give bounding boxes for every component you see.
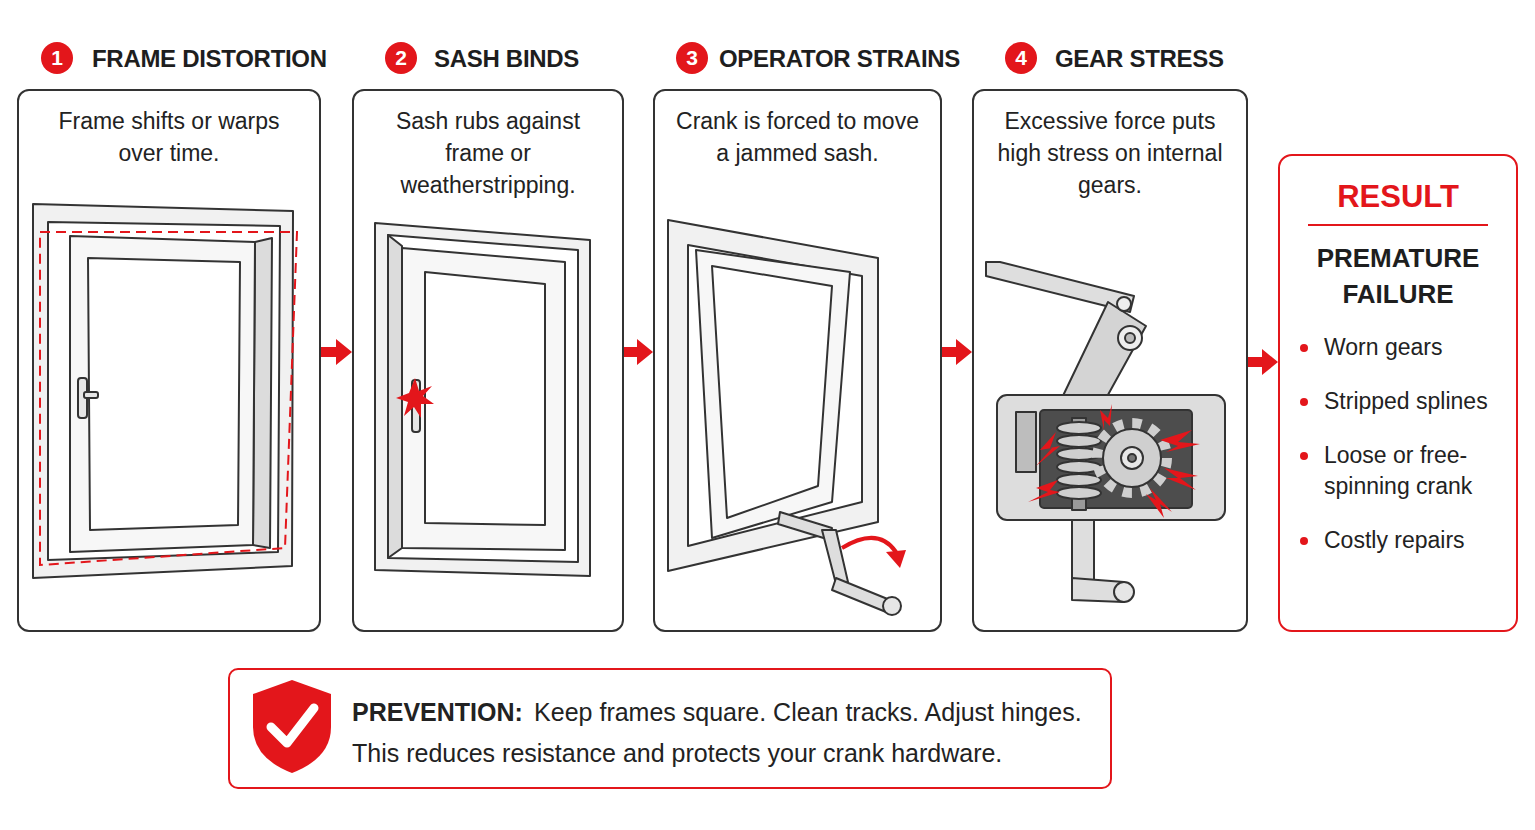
step-heading: OPERATOR STRAINS bbox=[719, 44, 960, 74]
callout-number: 4 bbox=[1005, 42, 1037, 74]
shield-icon-part bbox=[271, 708, 314, 743]
operator-gearbox-part bbox=[1057, 422, 1101, 434]
divider-line bbox=[1308, 224, 1488, 226]
crank-window-part bbox=[688, 245, 862, 546]
step-panel: OPERATOR STRAINSCrank is forced to move … bbox=[653, 89, 942, 632]
operator-gearbox-part bbox=[997, 395, 1225, 520]
step-heading: FRAME DISTORTION bbox=[92, 44, 327, 74]
binding-window-part bbox=[388, 235, 578, 562]
bullet-item: Loose or free-spinning crank bbox=[1298, 440, 1498, 502]
operator-gearbox-part bbox=[1057, 487, 1101, 499]
step-description: Excessive force puts high stress on inte… bbox=[974, 91, 1246, 201]
operator-gearbox-part bbox=[1121, 447, 1143, 469]
operator-gearbox-part bbox=[1016, 412, 1036, 472]
distorted-window-part bbox=[48, 222, 280, 560]
stress-marks-part bbox=[1164, 468, 1198, 490]
operator-gearbox-part bbox=[1057, 474, 1101, 486]
stress-marks-part bbox=[1146, 488, 1172, 518]
result-subheading: PREMATURE FAILURE bbox=[1298, 240, 1498, 312]
step-description: Sash rubs against frame or weatherstripp… bbox=[354, 91, 622, 201]
distorted-window-part bbox=[88, 258, 240, 530]
stress-marks-part bbox=[1160, 430, 1200, 452]
stress-marks bbox=[1028, 404, 1200, 518]
operator-gearbox-part bbox=[1128, 454, 1136, 462]
prevention-text: PREVENTION:Keep frames square. Clean tra… bbox=[352, 692, 1097, 774]
step-description: Frame shifts or warps over time. bbox=[19, 91, 319, 169]
step-panel: SASH BINDSSash rubs against frame or wea… bbox=[352, 89, 624, 632]
operator-gearbox-part bbox=[1072, 520, 1094, 582]
operator-gearbox-part bbox=[1060, 302, 1146, 402]
bullet-item: Worn gears bbox=[1298, 332, 1498, 363]
prevention-box: PREVENTION:Keep frames square. Clean tra… bbox=[228, 668, 1112, 789]
distorted-window-part bbox=[253, 238, 272, 548]
result-box: RESULT PREMATURE FAILURE Worn gearsStrippe… bbox=[1278, 154, 1518, 632]
binding-point bbox=[396, 378, 434, 418]
distorted-window bbox=[33, 204, 293, 578]
shield-icon-part bbox=[253, 680, 331, 773]
binding-point-part bbox=[396, 378, 434, 418]
step-heading: SASH BINDS bbox=[434, 44, 579, 74]
step-heading: GEAR STRESS bbox=[1055, 44, 1224, 74]
distorted-window-part bbox=[33, 204, 293, 578]
binding-window-part bbox=[375, 223, 590, 576]
binding-window-part bbox=[425, 272, 545, 525]
callout-number: 2 bbox=[385, 42, 417, 74]
operator-gearbox-part bbox=[1103, 429, 1161, 487]
bullet-item: Stripped splines bbox=[1298, 386, 1498, 417]
distorted-window-part bbox=[70, 236, 255, 552]
shield-icon bbox=[253, 680, 331, 773]
distortion-outline bbox=[40, 232, 297, 565]
flow-arrow bbox=[942, 339, 972, 365]
operator-gearbox-part bbox=[1118, 326, 1142, 350]
operator-gearbox-part bbox=[1117, 297, 1131, 311]
step-panel: GEAR STRESSExcessive force puts high str… bbox=[972, 89, 1248, 632]
crank-window-part bbox=[883, 597, 901, 615]
operator-gearbox-part bbox=[1114, 582, 1134, 602]
flow-arrow bbox=[1248, 349, 1278, 375]
stress-marks-part bbox=[1028, 480, 1060, 502]
crank-window-part bbox=[832, 578, 890, 612]
bullet-list: Worn gearsStripped splinesLoose or free-… bbox=[1298, 332, 1498, 556]
prevention-heading: PREVENTION: bbox=[352, 698, 523, 726]
rotation-arrow-part bbox=[886, 550, 906, 568]
flow-arrow bbox=[321, 339, 352, 365]
crank-window-part bbox=[668, 220, 878, 571]
binding-window-part bbox=[388, 235, 402, 558]
step-description: Crank is forced to move a jammed sash. bbox=[655, 91, 940, 169]
bullet-item: Costly repairs bbox=[1298, 525, 1498, 556]
crank-window-part bbox=[822, 530, 848, 584]
stress-marks-part bbox=[1100, 404, 1112, 430]
operator-gearbox-part bbox=[1125, 333, 1135, 343]
operator-gearbox-part bbox=[1057, 435, 1101, 447]
callout-number: 1 bbox=[41, 42, 73, 74]
crank-window bbox=[668, 220, 901, 615]
operator-gearbox-part bbox=[1040, 410, 1192, 508]
step-panel: FRAME DISTORTIONFrame shifts or warps ov… bbox=[17, 89, 321, 632]
distorted-window-part bbox=[84, 392, 98, 398]
stress-marks-part bbox=[1036, 432, 1060, 466]
operator-gearbox-part bbox=[1098, 424, 1166, 492]
result-heading: RESULT bbox=[1298, 178, 1498, 216]
callout-number: 3 bbox=[676, 42, 708, 74]
crank-window-part bbox=[696, 250, 850, 538]
rotation-arrow-part bbox=[842, 538, 896, 552]
operator-gearbox bbox=[986, 262, 1225, 602]
distortion-outline-part bbox=[40, 232, 297, 565]
crank-window-part bbox=[712, 266, 832, 518]
rotation-arrow bbox=[842, 538, 906, 568]
binding-window bbox=[375, 223, 590, 576]
flow-arrow bbox=[624, 339, 653, 365]
